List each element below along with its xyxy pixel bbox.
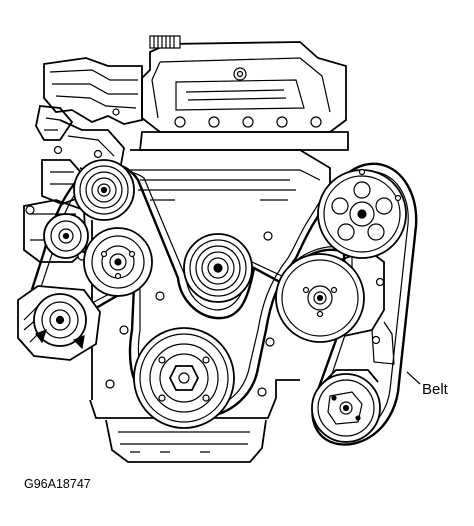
belt-leader-line bbox=[406, 371, 421, 385]
upper-right-pulley bbox=[317, 168, 407, 259]
crankshaft-pulley bbox=[133, 327, 235, 429]
belt-callout-label: Belt bbox=[422, 381, 449, 398]
power-steering-pulley bbox=[83, 227, 153, 297]
idler-pulley-top bbox=[73, 159, 135, 221]
figure-code: G96A18747 bbox=[24, 477, 91, 491]
valve-cover bbox=[138, 35, 349, 151]
idler-pulley-center bbox=[183, 233, 253, 303]
ac-compressor-pulley bbox=[311, 369, 381, 443]
water-pump-pulley bbox=[275, 253, 365, 343]
alternator-pulley bbox=[17, 285, 101, 361]
tensioner-pulley-left bbox=[43, 213, 89, 259]
engine-block bbox=[89, 149, 395, 463]
